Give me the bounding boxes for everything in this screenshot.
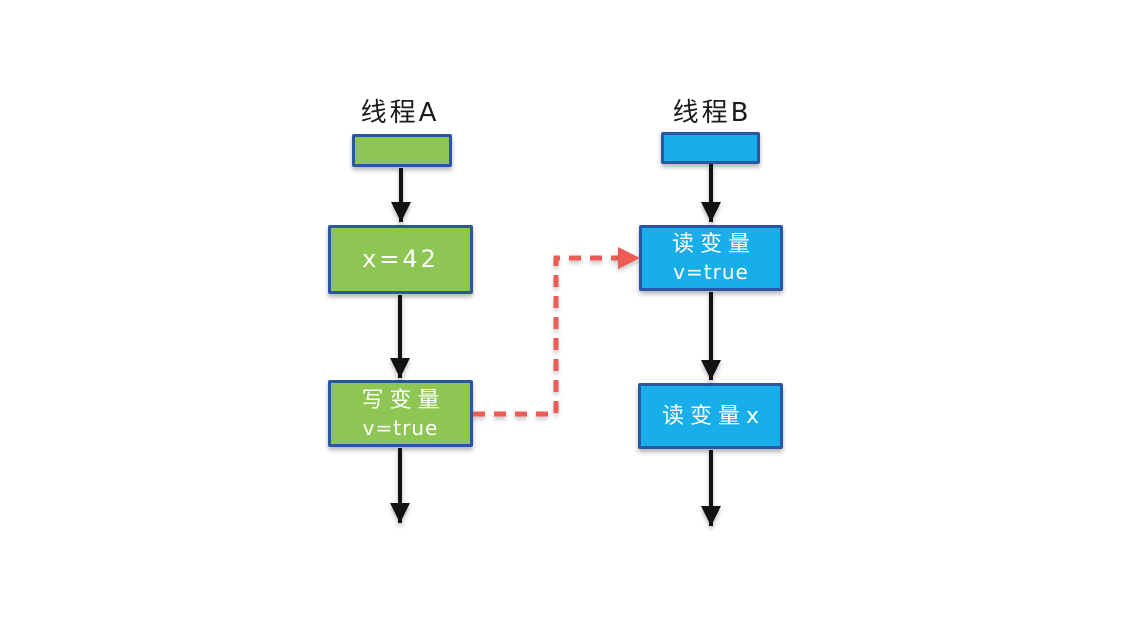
thread-b-start-node: [661, 132, 760, 164]
thread-b-read-v-node: 读变量 v=true: [639, 225, 783, 291]
thread-b-read-x-label: 读变量x: [661, 403, 766, 429]
thread-a-start-node: [352, 134, 452, 167]
thread-a-x42-label: x=42: [362, 245, 439, 273]
thread-a-x42-node: x=42: [328, 225, 473, 294]
thread-a-write-v-node: 写变量 v=true: [328, 380, 473, 447]
thread-b-read-v-label-line2: v=true: [673, 260, 749, 284]
thread-b-read-x-node: 读变量x: [638, 383, 783, 449]
thread-b-title: 线程B: [672, 98, 752, 128]
thread-a-write-v-label-line2: v=true: [362, 415, 439, 440]
thread-a-title: 线程A: [360, 98, 440, 128]
happens-before-dashed-line: [473, 255, 618, 417]
thread-b-read-v-label-line1: 读变量: [671, 232, 756, 257]
happens-before-arrowhead: [618, 247, 640, 269]
thread-a-write-v-label-line1: 写变量: [361, 387, 446, 413]
